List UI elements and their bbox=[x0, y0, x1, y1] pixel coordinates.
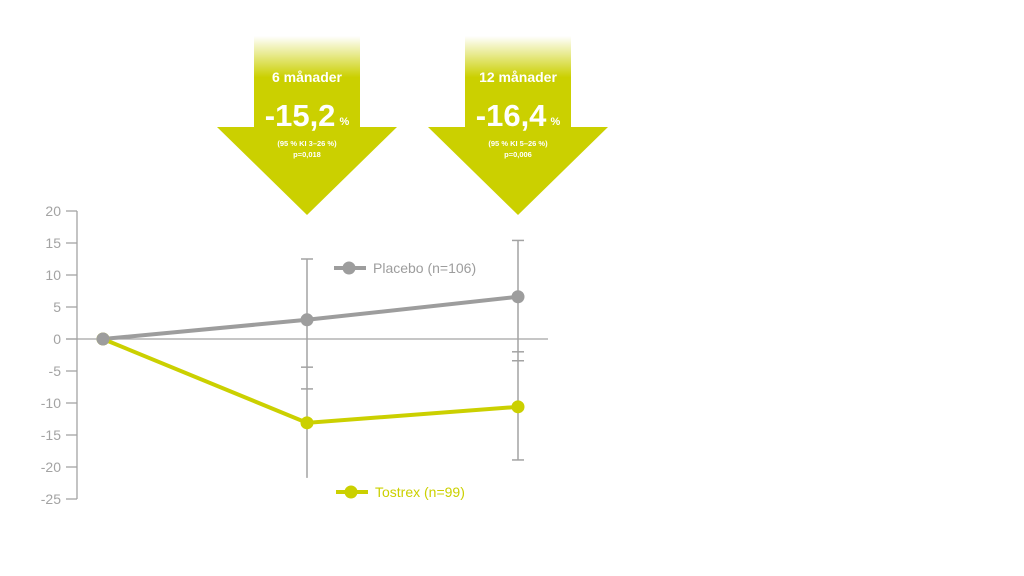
y-tick-label: -25 bbox=[41, 491, 61, 507]
y-tick-label: 15 bbox=[45, 235, 61, 251]
y-tick-label: 20 bbox=[45, 203, 61, 219]
legend-marker bbox=[342, 261, 356, 275]
arrow-ci: (95 % KI 5–26 %) bbox=[488, 139, 548, 148]
arrow-annotation: 12 månader -16,4% (95 % KI 5–26 %) p=0,006 bbox=[428, 36, 608, 215]
arrow-p: p=0,006 bbox=[504, 150, 532, 159]
data-point bbox=[300, 416, 314, 430]
arrow-head bbox=[217, 127, 397, 215]
arrow-head bbox=[428, 127, 608, 215]
arrow-period: 6 månader bbox=[272, 69, 343, 85]
arrow-ci: (95 % KI 3–26 %) bbox=[277, 139, 337, 148]
y-tick-label: 0 bbox=[53, 331, 61, 347]
arrow-period: 12 månader bbox=[479, 69, 557, 85]
arrow-unit: % bbox=[550, 116, 560, 128]
y-tick-label: 5 bbox=[53, 299, 61, 315]
arrow-shaft bbox=[254, 36, 360, 128]
y-tick-label: -20 bbox=[41, 459, 61, 475]
arrow-value: -15,2 bbox=[265, 98, 336, 133]
arrow-p: p=0,018 bbox=[293, 150, 321, 159]
data-point bbox=[511, 290, 525, 304]
y-tick-label: 10 bbox=[45, 267, 61, 283]
legend-label: Placebo (n=106) bbox=[373, 260, 476, 276]
data-point bbox=[96, 332, 110, 346]
y-tick-label: -10 bbox=[41, 395, 61, 411]
arrow-shaft bbox=[465, 36, 571, 128]
legend-label: Tostrex (n=99) bbox=[375, 484, 465, 500]
arrow-annotation: 6 månader -15,2% (95 % KI 3–26 %) p=0,018 bbox=[217, 36, 397, 215]
arrow-unit: % bbox=[339, 116, 349, 128]
series-line-tostrex bbox=[102, 337, 519, 425]
y-tick-label: -15 bbox=[41, 427, 61, 443]
data-point bbox=[511, 400, 525, 414]
y-tick-label: -5 bbox=[49, 363, 62, 379]
data-point bbox=[300, 313, 314, 327]
legend-marker bbox=[344, 485, 358, 499]
arrow-value: -16,4 bbox=[476, 98, 547, 133]
